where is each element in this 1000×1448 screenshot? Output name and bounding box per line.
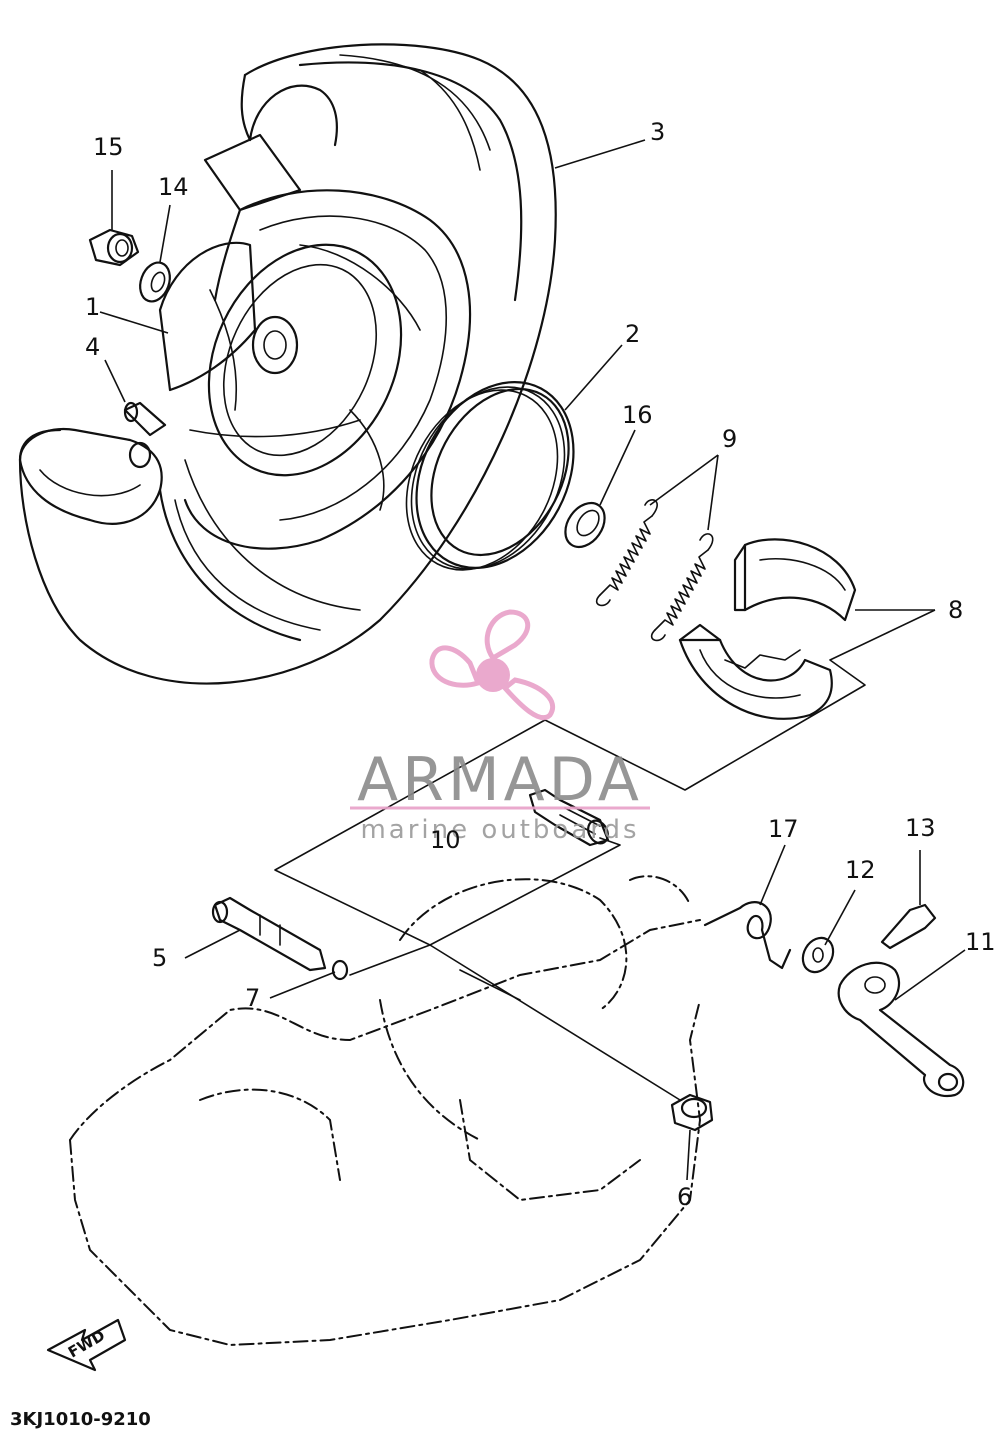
callout-2: 2: [625, 320, 640, 348]
washer-part-12: [801, 936, 835, 974]
leader-lines: [99, 139, 966, 1181]
watermark-tagline: marine outboards: [360, 815, 639, 845]
fwd-arrow-icon: FWD: [46, 1318, 127, 1372]
arm-part-11: [837, 961, 965, 1098]
springs-part-9: [595, 499, 714, 642]
callout-5: 5: [152, 944, 167, 972]
crankcase-outline: [69, 875, 702, 1347]
propeller-logo-icon: [429, 609, 555, 721]
callout-12: 12: [845, 856, 876, 884]
callout-14: 14: [158, 173, 189, 201]
callout-16: 16: [622, 401, 653, 429]
callout-7: 7: [245, 984, 260, 1012]
callout-6: 6: [677, 1183, 692, 1211]
nut-part-15: [88, 228, 140, 267]
callout-9: 9: [722, 425, 737, 453]
callout-13: 13: [905, 814, 936, 842]
diagram-code: 3KJ1010-9210: [10, 1409, 151, 1430]
nut-part-6: [670, 1093, 714, 1132]
watermark-brand: ARMADA: [357, 745, 643, 815]
callout-11: 11: [965, 928, 996, 956]
callout-3: 3: [650, 118, 665, 146]
oring-part-7: [331, 959, 349, 981]
washer-part-14: [139, 261, 171, 303]
callout-8: 8: [948, 596, 963, 624]
callout-10: 10: [430, 826, 461, 854]
assembly-lines: [274, 659, 866, 1101]
bolt-part-13: [880, 903, 937, 950]
shaft-part-5: [211, 896, 327, 972]
callout-labels: 15 14 1 4 3 2 16 9 8 10 5 7 6 17 12 13 1…: [85, 118, 996, 1211]
callout-1: 1: [85, 293, 100, 321]
wheel-assembly: [18, 43, 557, 685]
callout-4: 4: [85, 333, 100, 361]
armada-watermark: ARMADA marine outboards: [350, 609, 650, 845]
callout-15: 15: [93, 133, 124, 161]
spring-part-17: [703, 901, 792, 970]
fwd-label: FWD: [65, 1326, 108, 1361]
seal-part-16: [564, 501, 606, 549]
callout-17: 17: [768, 815, 799, 843]
bolt-part-4: [123, 401, 167, 469]
brake-shoes-part-8: [678, 538, 857, 720]
ring-part-2: [405, 381, 575, 571]
